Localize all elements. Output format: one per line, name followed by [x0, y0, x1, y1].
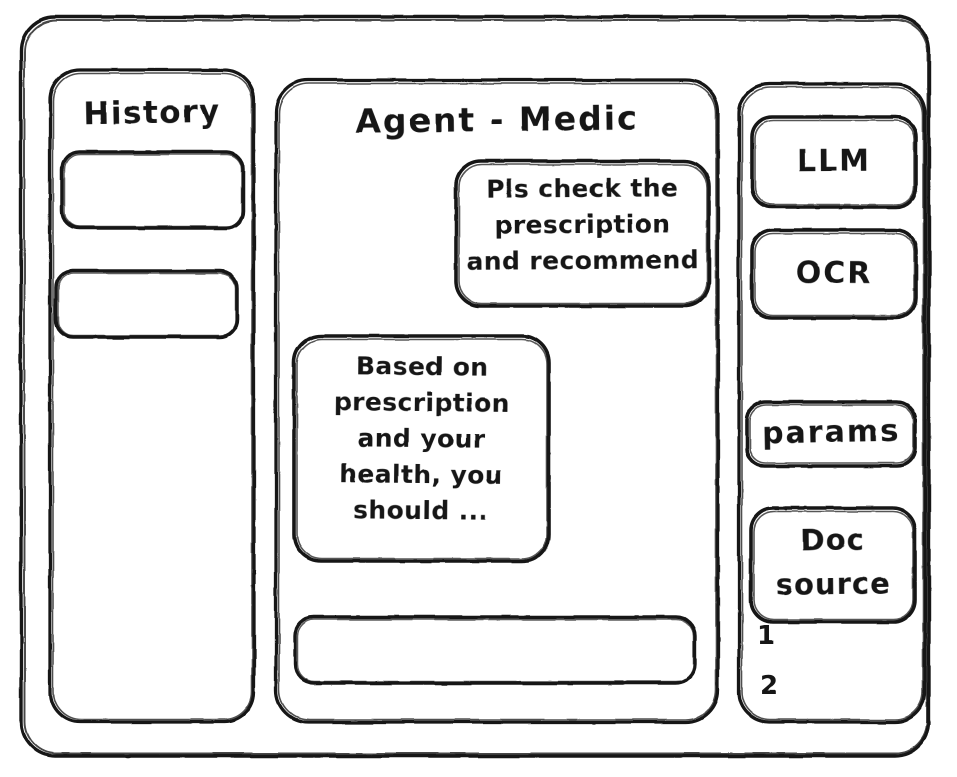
doc-source-label: Doc source [750, 517, 915, 607]
doc-source-line-2: source [775, 566, 891, 602]
doc-source-item-2[interactable]: 2 [760, 671, 779, 701]
doc-source-line-1: Doc [800, 522, 866, 558]
doc-source-item-1[interactable]: 1 [757, 621, 776, 651]
